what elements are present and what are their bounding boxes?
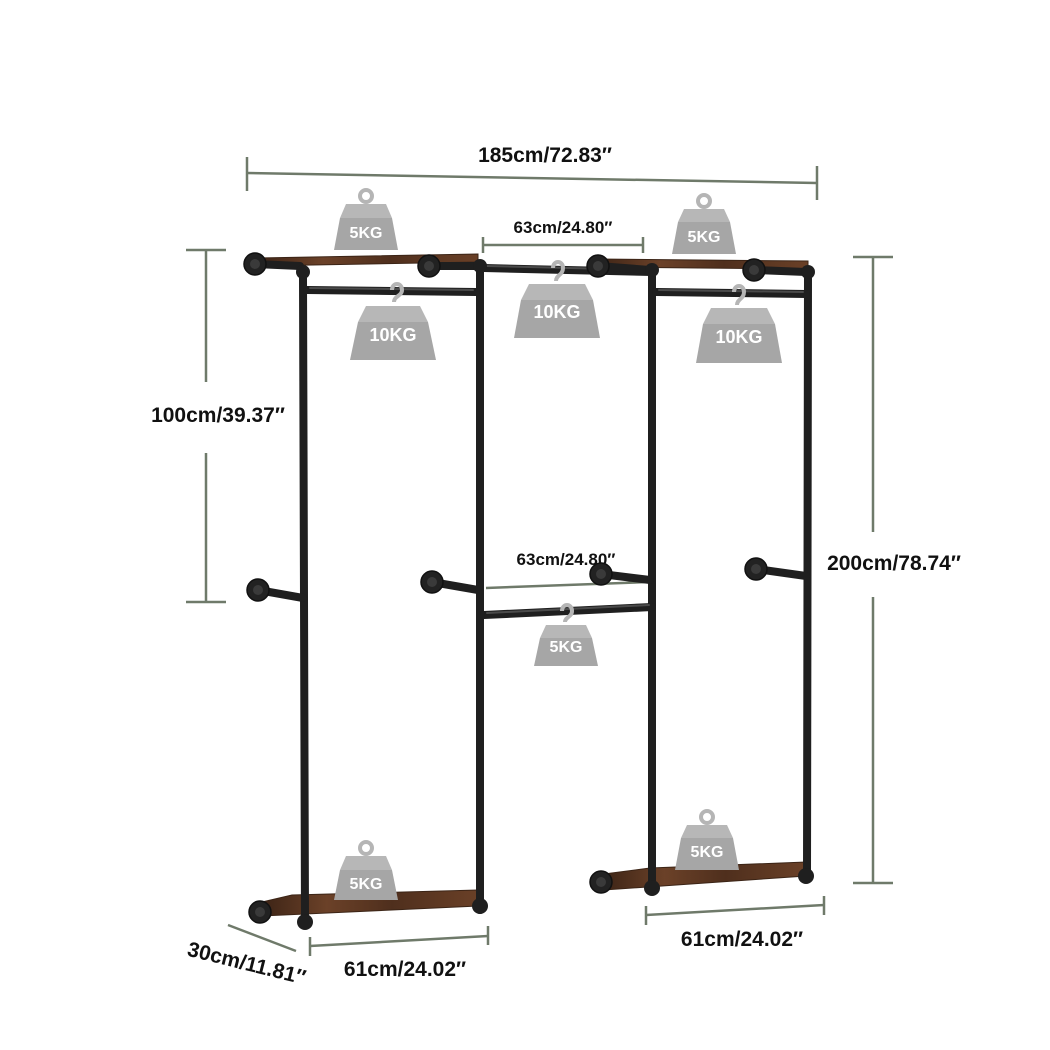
weight-label: 10KG <box>715 327 762 347</box>
weight-badge-left-bottom-shelf: 5KG <box>334 840 398 900</box>
left-shelf-width-line <box>309 934 489 948</box>
flange-left-bottom <box>248 900 272 924</box>
weight-top <box>681 825 733 838</box>
left-shelf-width-dimension: 61cm/24.02″ <box>308 926 490 981</box>
elbow-center-right-top <box>645 263 659 277</box>
weight-body <box>334 218 398 250</box>
weight-body <box>534 638 598 666</box>
weight-badge-left-top-shelf: 5KG <box>334 188 398 250</box>
weight-top <box>358 306 428 322</box>
left-height-dimension: 100cm/39.37″ <box>151 248 285 604</box>
elbow-right-top <box>801 265 815 279</box>
weight-badge-right-rod: 10KG <box>696 284 782 363</box>
weight-body <box>514 300 600 338</box>
flange-center-right-top <box>586 254 610 278</box>
weight-label: 10KG <box>533 302 580 322</box>
top-middle-span-dimension: 63cm/24.80″ <box>481 218 645 253</box>
weight-badge-right-bottom-shelf: 5KG <box>675 809 739 870</box>
middle-lower-hanging-rod <box>480 603 656 619</box>
left-height-label: 100cm/39.37″ <box>151 404 285 427</box>
weight-badge-middle-top-rod: 10KG <box>514 260 600 338</box>
flange-left-top <box>243 252 267 276</box>
elbow-center-left-top <box>473 259 487 273</box>
hanger-hook-icon <box>390 282 405 303</box>
right-shelf-width-line <box>645 903 825 917</box>
right-hanging-rod-highlight <box>658 289 804 293</box>
hanger-hook-icon <box>560 603 575 623</box>
weight-top <box>340 856 392 870</box>
weight-body <box>350 322 436 360</box>
hanger-ring-icon <box>358 840 374 856</box>
weight-label: 5KG <box>691 844 724 861</box>
middle-lower-span-dimension: 63cm/24.80″ <box>485 550 649 590</box>
middle-lower-span-line <box>485 580 649 590</box>
left-shelf-width-label: 61cm/24.02″ <box>344 958 466 981</box>
right-hanging-rod <box>652 288 810 298</box>
shelf-depth-line <box>227 923 297 953</box>
right-height-dimension: 200cm/78.74″ <box>827 255 961 885</box>
shelf-depth-label: 30cm/11.81″ <box>185 938 308 990</box>
flange-center-right-middle <box>589 562 613 586</box>
flange-right-middle <box>744 557 768 581</box>
right-shelf-width-label: 61cm/24.02″ <box>681 928 803 951</box>
weight-label: 5KG <box>350 876 383 893</box>
right-height-label: 200cm/78.74″ <box>827 552 961 575</box>
hanger-hook-icon <box>732 284 747 306</box>
weight-label: 5KG <box>550 639 583 656</box>
foot-center-left <box>472 898 488 914</box>
hanger-ring-icon <box>696 193 712 209</box>
foot-center-right <box>644 880 660 896</box>
weight-body <box>672 222 736 254</box>
right-shelf-width-dimension: 61cm/24.02″ <box>644 896 826 951</box>
hanger-ring-icon <box>699 809 715 825</box>
weight-top <box>703 308 775 324</box>
weight-label: 5KG <box>688 229 721 246</box>
weight-top <box>540 625 592 638</box>
weight-body <box>696 324 782 363</box>
shelf-depth-dimension: 30cm/11.81″ <box>185 923 308 990</box>
hanger-hook-icon <box>551 260 566 282</box>
top-middle-span-label: 63cm/24.80″ <box>514 218 613 237</box>
weight-badge-middle-lower-rod: 5KG <box>534 603 598 666</box>
weight-badge-left-rod: 10KG <box>350 282 436 360</box>
hanger-ring-icon <box>358 188 374 204</box>
flange-right-bottom <box>589 870 613 894</box>
flange-left-middle <box>246 578 270 602</box>
flange-center-left-middle <box>420 570 444 594</box>
weight-label: 10KG <box>369 325 416 345</box>
left-hanging-rod <box>303 286 480 296</box>
overall-width-line <box>246 171 818 185</box>
rack-structure <box>243 252 815 930</box>
weight-body <box>334 870 398 900</box>
weight-top <box>521 284 593 300</box>
weight-label: 5KG <box>350 225 383 242</box>
middle-lower-hanging-rod-highlight <box>486 604 650 614</box>
elbow-left-top <box>296 265 310 279</box>
weight-top <box>340 204 392 218</box>
foot-right <box>798 868 814 884</box>
weight-top <box>678 209 730 222</box>
overall-width-label: 185cm/72.83″ <box>478 144 612 167</box>
flange-right-top <box>742 258 766 282</box>
middle-lower-span-label: 63cm/24.80″ <box>517 550 616 569</box>
weight-body <box>675 838 739 870</box>
overall-width-dimension: 185cm/72.83″ <box>245 144 819 200</box>
foot-left <box>297 914 313 930</box>
flange-center-top <box>417 254 441 278</box>
weight-badge-right-top-shelf: 5KG <box>672 193 736 254</box>
